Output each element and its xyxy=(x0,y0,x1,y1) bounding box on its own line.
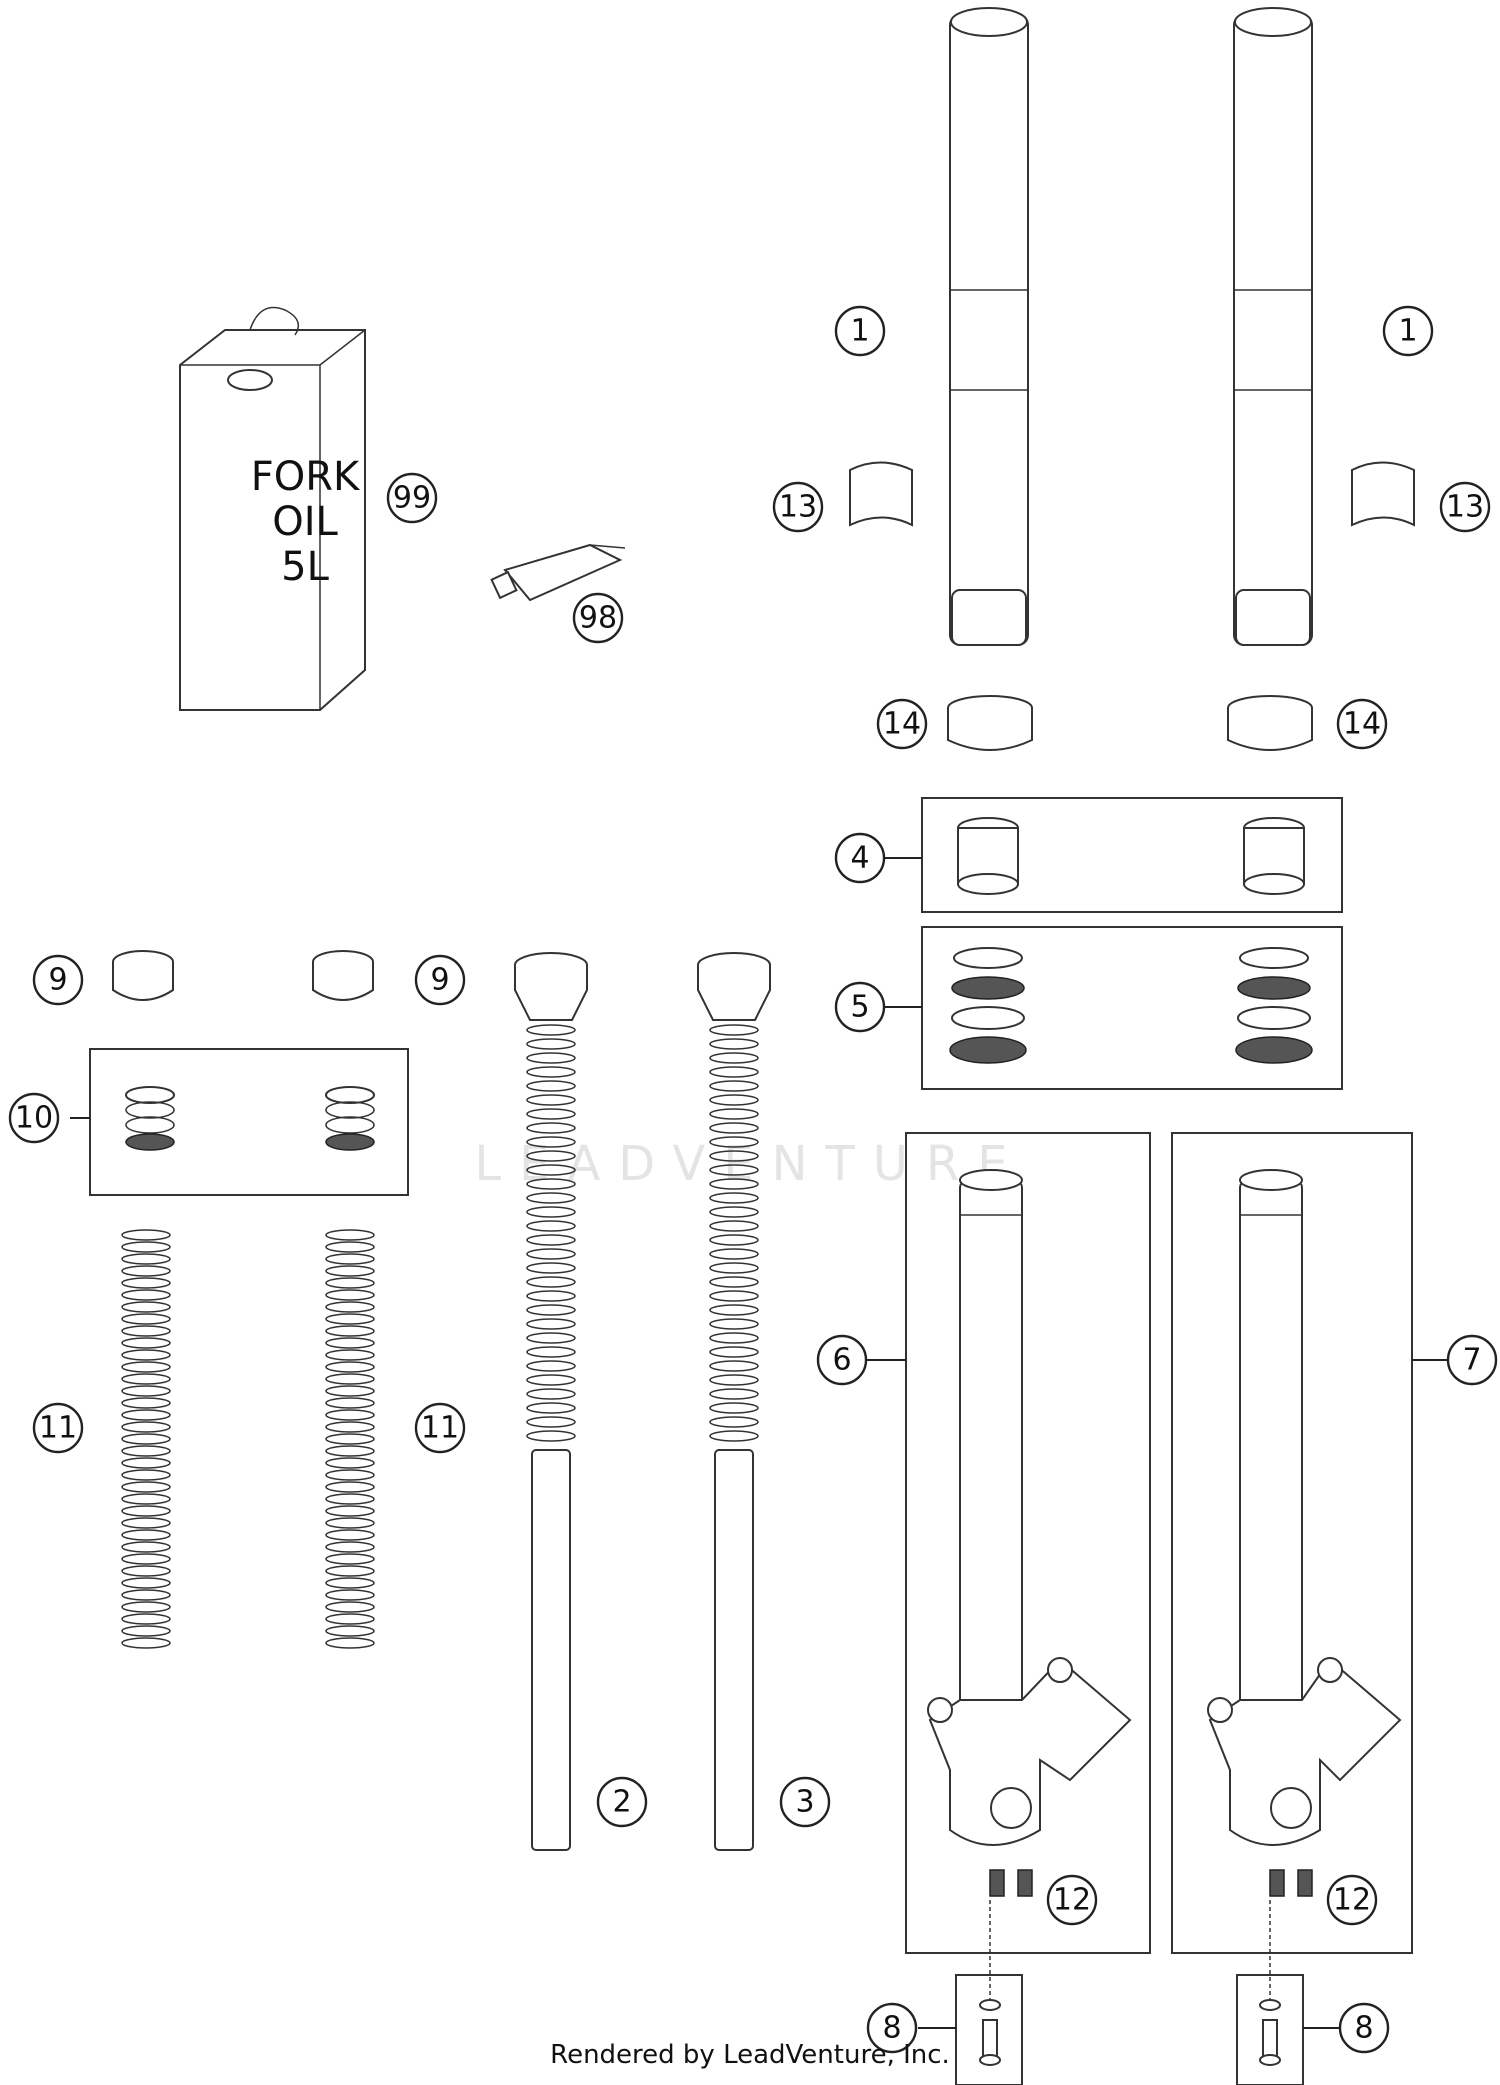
svg-text:11: 11 xyxy=(421,1411,459,1446)
group-box-fork-leg-left xyxy=(905,1132,1151,1954)
bushing-left xyxy=(957,817,1019,895)
callout-1-left[interactable]: 1 xyxy=(834,305,886,357)
callout-11-right[interactable]: 11 xyxy=(414,1402,466,1454)
callout-6[interactable]: 6 xyxy=(816,1334,868,1386)
callout-98[interactable]: 98 xyxy=(572,592,624,644)
fork-spring-left xyxy=(121,1229,171,1649)
can-label-line-3: 5L xyxy=(281,544,329,590)
callout-13-right[interactable]: 13 xyxy=(1439,481,1491,533)
callout-1-right[interactable]: 1 xyxy=(1382,305,1434,357)
spacer-right xyxy=(325,1086,375,1151)
svg-text:99: 99 xyxy=(393,481,431,516)
footer-credit: Rendered by LeadVenture, Inc. xyxy=(550,2040,950,2070)
callout-3[interactable]: 3 xyxy=(779,1776,831,1828)
callout-99[interactable]: 99 xyxy=(386,472,438,524)
axle-screw-left xyxy=(979,1900,1001,2066)
fork-cap-right xyxy=(312,950,374,1001)
callout-10[interactable]: 10 xyxy=(8,1092,60,1144)
can-label-line-2: OIL xyxy=(272,499,338,545)
svg-text:7: 7 xyxy=(1462,1343,1481,1378)
callout-14-left[interactable]: 14 xyxy=(876,698,928,750)
group-box-screw-right xyxy=(1236,1974,1304,2085)
callout-4[interactable]: 4 xyxy=(834,832,886,884)
svg-text:12: 12 xyxy=(1053,1883,1091,1918)
fork-oil-can: FORK OIL 5L xyxy=(179,306,366,711)
inner-tube-left xyxy=(927,1169,1132,1846)
svg-text:1: 1 xyxy=(850,314,869,349)
callout-8-left[interactable]: 8 xyxy=(866,2002,918,2054)
svg-text:9: 9 xyxy=(48,963,67,998)
callout-labels: 1 1 99 98 13 13 14 14 4 5 9 9 10 11 11 6… xyxy=(8,305,1498,2054)
svg-text:14: 14 xyxy=(1343,707,1381,742)
outer-tube-right xyxy=(1233,7,1313,646)
callout-9-right[interactable]: 9 xyxy=(414,954,466,1006)
svg-text:12: 12 xyxy=(1333,1883,1371,1918)
svg-text:9: 9 xyxy=(430,963,449,998)
callout-12-left[interactable]: 12 xyxy=(1046,1874,1098,1926)
bushing-right xyxy=(1243,817,1305,895)
svg-text:13: 13 xyxy=(1446,490,1484,525)
leader-lines xyxy=(70,857,1452,2029)
axle-screw-right xyxy=(1259,1900,1281,2066)
callout-9-left[interactable]: 9 xyxy=(32,954,84,1006)
svg-text:8: 8 xyxy=(1354,2011,1373,2046)
svg-text:14: 14 xyxy=(883,707,921,742)
ring-right xyxy=(1227,695,1313,751)
sleeve-left xyxy=(849,461,913,527)
inner-tube-right xyxy=(1207,1169,1402,1846)
callout-13-left[interactable]: 13 xyxy=(772,481,824,533)
svg-text:1: 1 xyxy=(1398,314,1417,349)
spacer-left xyxy=(125,1086,175,1151)
callout-7[interactable]: 7 xyxy=(1446,1334,1498,1386)
callout-12-right[interactable]: 12 xyxy=(1326,1874,1378,1926)
fork-spring-right xyxy=(325,1229,375,1649)
callout-14-right[interactable]: 14 xyxy=(1336,698,1388,750)
grease-tube xyxy=(490,543,626,602)
svg-text:4: 4 xyxy=(850,841,869,876)
callout-2[interactable]: 2 xyxy=(596,1776,648,1828)
group-box-spacers xyxy=(89,1048,409,1196)
callout-11-left[interactable]: 11 xyxy=(32,1402,84,1454)
svg-text:98: 98 xyxy=(579,601,617,636)
seal-set-left xyxy=(949,947,1027,1064)
callout-5[interactable]: 5 xyxy=(834,981,886,1033)
ring-left xyxy=(947,695,1033,751)
sleeve-right xyxy=(1351,461,1415,527)
svg-text:8: 8 xyxy=(882,2011,901,2046)
svg-text:2: 2 xyxy=(612,1785,631,1820)
group-box-bushings xyxy=(921,797,1343,913)
group-box-screw-left xyxy=(955,1974,1023,2085)
watermark-text: LEADVENTURE xyxy=(474,1136,1025,1192)
svg-text:3: 3 xyxy=(795,1785,814,1820)
svg-text:13: 13 xyxy=(779,490,817,525)
fork-cap-left xyxy=(112,950,174,1001)
svg-text:6: 6 xyxy=(832,1343,851,1378)
group-box-fork-leg-right xyxy=(1171,1132,1413,1954)
svg-text:10: 10 xyxy=(15,1101,53,1136)
svg-text:11: 11 xyxy=(39,1411,77,1446)
callout-8-right[interactable]: 8 xyxy=(1338,2002,1390,2054)
cartridge-left xyxy=(514,952,588,1851)
bleed-screws-right xyxy=(1269,1869,1313,1897)
seal-set-right xyxy=(1235,947,1313,1064)
bleed-screws-left xyxy=(989,1869,1033,1897)
svg-text:5: 5 xyxy=(850,990,869,1025)
cartridge-right xyxy=(697,952,771,1851)
outer-tube-left xyxy=(949,7,1029,646)
can-label-line-1: FORK xyxy=(251,454,361,500)
